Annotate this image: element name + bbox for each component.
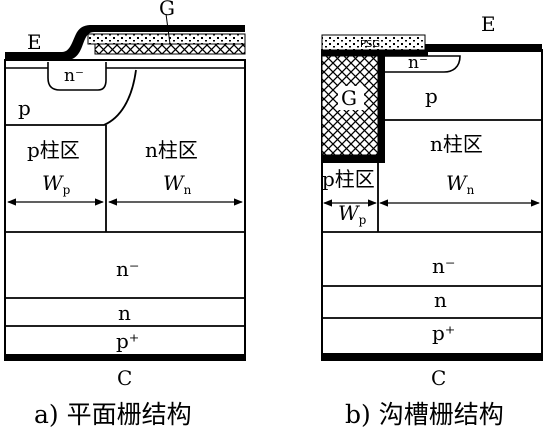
b-psg-label: PSG: [360, 39, 380, 50]
b-collector-metal: [321, 353, 543, 361]
a-collector-layer-label: p⁺: [116, 329, 139, 353]
b-gate-label-bg: [338, 86, 364, 110]
a-n-source-region: [47, 62, 107, 91]
a-n-source-label: n⁻: [64, 66, 84, 86]
a-caption: a) 平面栅结构: [34, 400, 192, 429]
a-emitter-metal: [5, 25, 245, 60]
a-gate-label: G: [159, 0, 175, 20]
panel-a-planar-gate: G E n⁻ p p柱区 n柱区 Wp Wn n⁻ n p⁺ C a) 平面栅结…: [4, 0, 246, 429]
a-buffer-label: n: [118, 301, 131, 325]
a-wn-label: Wn: [163, 171, 192, 197]
b-wp-label: Wp: [338, 201, 367, 227]
b-emitter-metal: [322, 44, 542, 56]
a-gate-oxide: [87, 33, 246, 45]
b-p-body-label: p: [425, 84, 438, 108]
a-collector-metal: [4, 354, 246, 361]
a-device-body: [4, 59, 246, 360]
b-n-pillar-label: n柱区: [430, 132, 483, 156]
a-wp-label: Wp: [42, 171, 71, 197]
b-n-source-region: [385, 55, 461, 73]
b-collector-layer-label: p⁺: [432, 321, 455, 345]
b-caption: b) 沟槽栅结构: [345, 400, 504, 429]
b-drift-label: n⁻: [432, 254, 455, 278]
b-wn-label: Wn: [446, 171, 475, 197]
b-gate-label: G: [341, 86, 357, 110]
a-p-pillar-label: p柱区: [27, 138, 80, 162]
a-gate-poly: [94, 43, 246, 55]
b-buffer-label: n: [434, 288, 447, 312]
b-collector-label: C: [431, 366, 446, 390]
b-emitter-label: E: [481, 12, 496, 36]
a-drift-label: n⁻: [116, 257, 139, 281]
a-collector-label: C: [117, 366, 132, 390]
b-n-source-label: n⁻: [408, 53, 428, 73]
a-emitter-label: E: [27, 30, 42, 54]
a-gate-leader: [165, 13, 171, 45]
panel-b-trench-gate: PSG E G n⁻ p p柱区 n柱区 Wp Wn n⁻ n p⁺ C b: [321, 12, 543, 429]
a-n-pillar-label: n柱区: [145, 138, 198, 162]
b-p-pillar-label: p柱区: [322, 167, 375, 191]
b-psg-layer: [321, 34, 426, 51]
a-p-body-label: p: [18, 96, 31, 120]
a-p-body-boundary: [5, 69, 137, 126]
